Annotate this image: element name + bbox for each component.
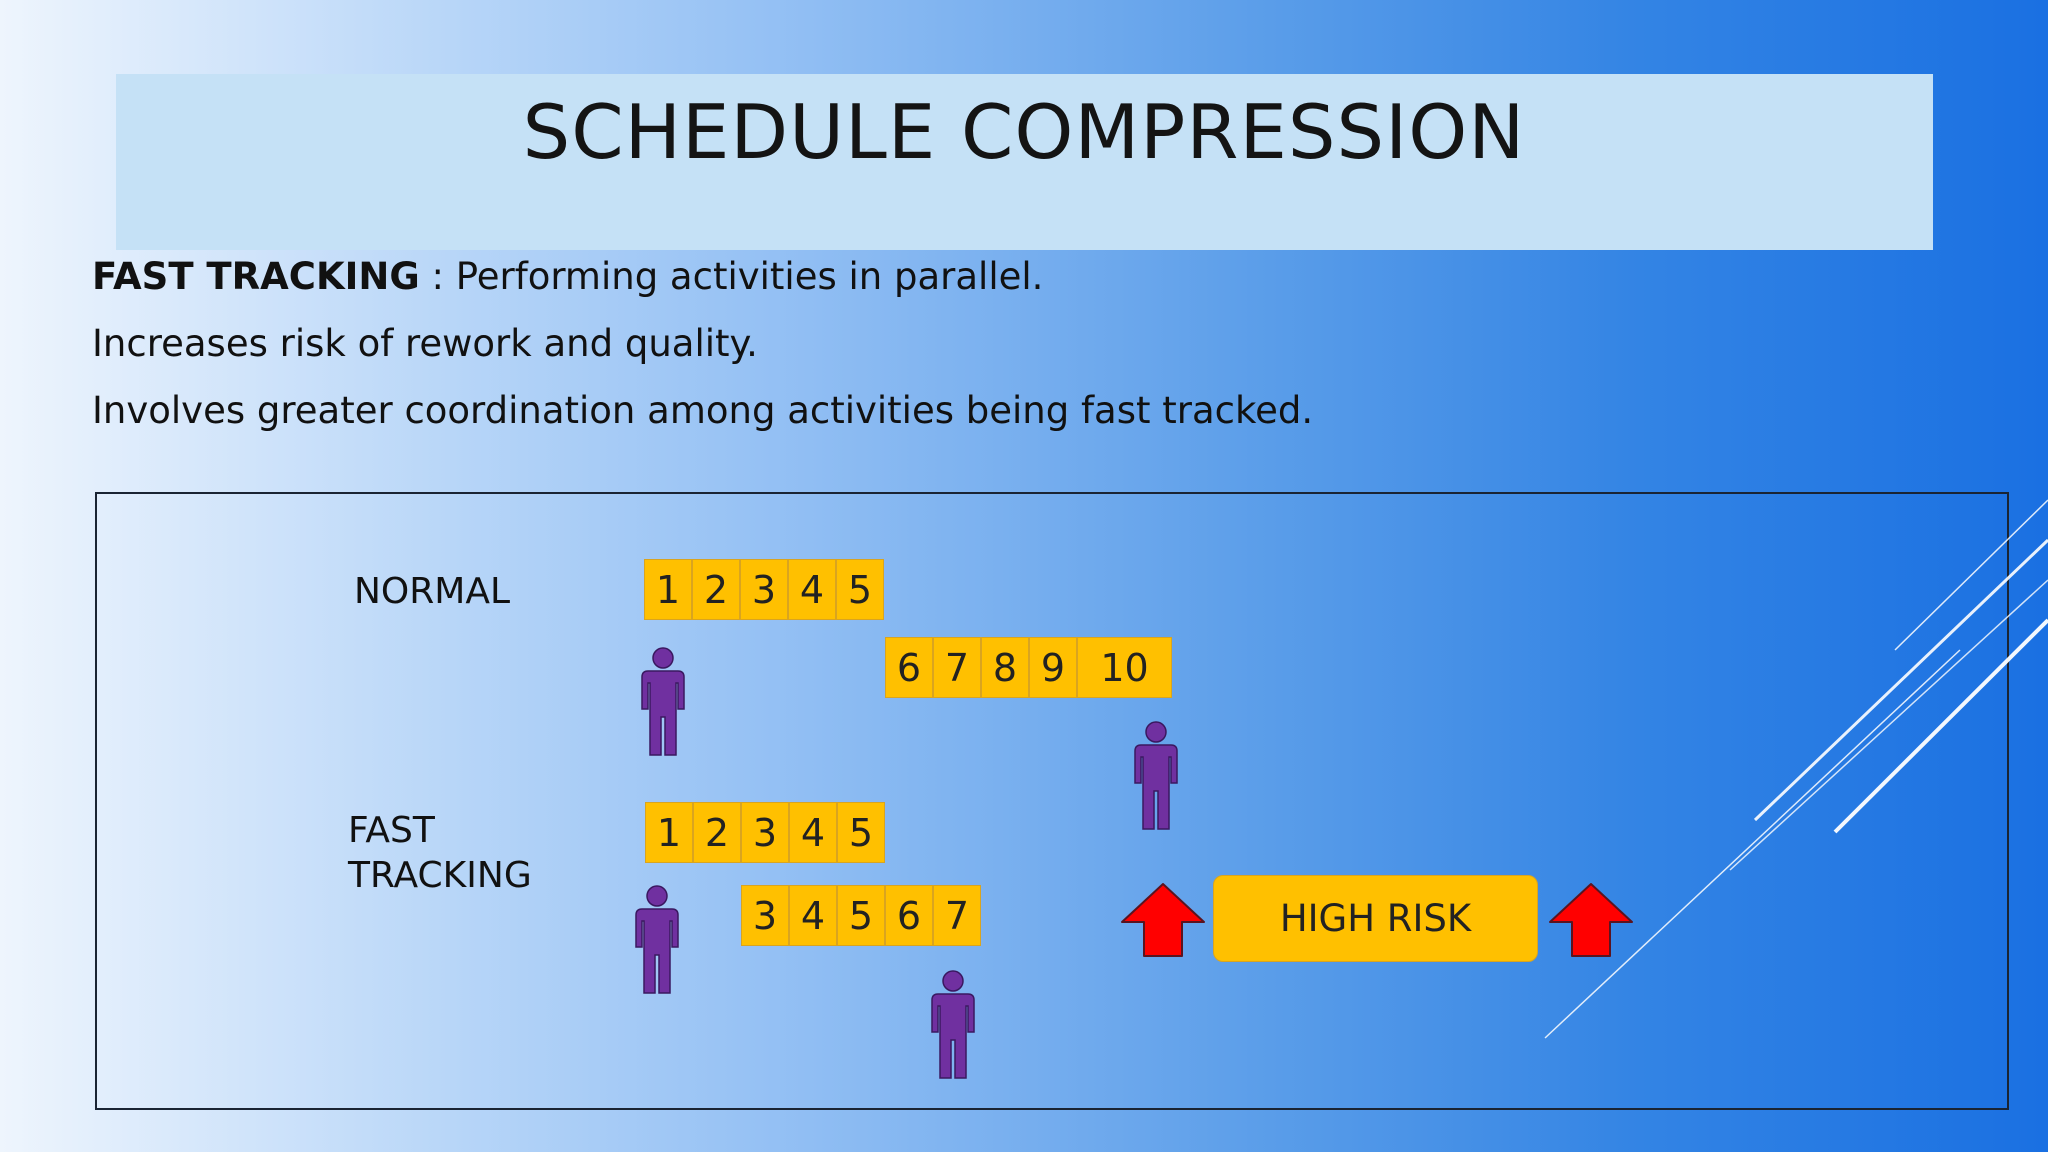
activity-cell: 5: [837, 802, 885, 863]
bullet-rework-risk: Increases risk of rework and quality.: [92, 322, 758, 365]
definition-line: FAST TRACKING : Performing activities in…: [92, 255, 1043, 298]
up-arrow-icon: [1121, 883, 1205, 957]
activity-cell: 1: [644, 559, 692, 620]
activity-cell: 3: [741, 885, 789, 946]
fast-row-1: 1 2 3 4 5: [645, 802, 885, 863]
activity-cell: 4: [789, 885, 837, 946]
fast-row-2: 3 4 5 6 7: [741, 885, 981, 946]
definition-term: FAST TRACKING: [92, 255, 420, 298]
person-icon: [1134, 721, 1178, 830]
activity-cell: 2: [693, 802, 741, 863]
activity-cell: 6: [885, 885, 933, 946]
person-icon: [635, 885, 679, 994]
activity-cell: 7: [933, 637, 981, 698]
title-bar: [116, 74, 1933, 250]
activity-cell: 1: [645, 802, 693, 863]
normal-row-2: 6 7 8 9 10: [885, 637, 1172, 698]
activity-cell: 4: [788, 559, 836, 620]
high-risk-box: HIGH RISK: [1213, 875, 1538, 962]
definition-text: : Performing activities in parallel.: [419, 255, 1044, 298]
activity-cell: 5: [837, 885, 885, 946]
fast-tracking-label: FAST TRACKING: [348, 808, 532, 898]
activity-cell: 6: [885, 637, 933, 698]
activity-cell: 9: [1029, 637, 1077, 698]
activity-cell: 3: [740, 559, 788, 620]
activity-cell: 10: [1077, 637, 1172, 698]
person-icon: [641, 647, 685, 756]
activity-cell: 2: [692, 559, 740, 620]
activity-cell: 3: [741, 802, 789, 863]
slide-title: SCHEDULE COMPRESSION: [522, 88, 1526, 176]
bullet-coordination: Involves greater coordination among acti…: [92, 389, 1314, 432]
activity-cell: 7: [933, 885, 981, 946]
activity-cell: 4: [789, 802, 837, 863]
normal-row-1: 1 2 3 4 5: [644, 559, 884, 620]
activity-cell: 5: [836, 559, 884, 620]
activity-cell: 8: [981, 637, 1029, 698]
fast-label-line1: FAST: [348, 810, 435, 851]
person-icon: [931, 970, 975, 1079]
diagram-frame: [95, 492, 2009, 1110]
fast-label-line2: TRACKING: [348, 855, 532, 896]
up-arrow-icon: [1549, 883, 1633, 957]
normal-label: NORMAL: [354, 571, 511, 612]
